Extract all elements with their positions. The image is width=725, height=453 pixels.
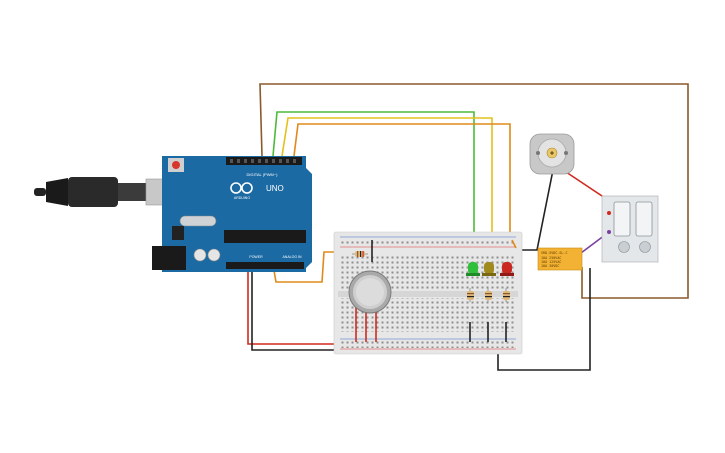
resistor-sensor[interactable] [352, 251, 368, 257]
arduino-logo-icon [230, 182, 253, 194]
digital-label: DIGITAL (PWM~) [247, 172, 279, 177]
arduino-uno-board[interactable]: DIGITAL (PWM~) UNO ARDUINO POWER ANALOG … [152, 156, 312, 272]
wire-yellow[interactable] [281, 117, 493, 262]
dc-motor[interactable] [529, 133, 575, 175]
usb-cable [34, 177, 177, 207]
wire-red-power[interactable] [247, 268, 338, 345]
relay-module[interactable]: SRD-5VDC-SL-C 10A 250VAC 10A 125VAC 10A … [537, 247, 583, 271]
wire-orange[interactable] [293, 123, 511, 262]
wire-black-motor[interactable] [520, 169, 554, 251]
atmega-chip [224, 230, 306, 243]
arduino-brand: ARDUINO [234, 196, 250, 200]
wire-black-ground[interactable] [251, 268, 338, 351]
analog-label: ANALOG IN [282, 255, 302, 259]
relay-line2: 10A 250VAC [541, 256, 561, 260]
led-yellow[interactable] [482, 262, 496, 276]
relay-line3: 10A 125VAC [541, 260, 561, 264]
power-supply[interactable] [601, 195, 659, 263]
relay-line4: 10A 30VDC [541, 264, 559, 268]
uno-label: UNO [266, 184, 284, 193]
power-jack[interactable] [152, 246, 186, 270]
led-resistors[interactable] [467, 288, 510, 302]
wire-brown[interactable] [259, 83, 689, 299]
reset-button[interactable] [172, 161, 180, 169]
led-red[interactable] [500, 262, 514, 276]
crystal-oscillator [179, 215, 217, 227]
led-green[interactable] [466, 262, 480, 276]
gas-sensor[interactable] [348, 270, 392, 314]
relay-line1: SRD-5VDC-SL-C [541, 251, 568, 255]
power-label: POWER [249, 255, 263, 259]
wire-green[interactable] [272, 111, 475, 262]
